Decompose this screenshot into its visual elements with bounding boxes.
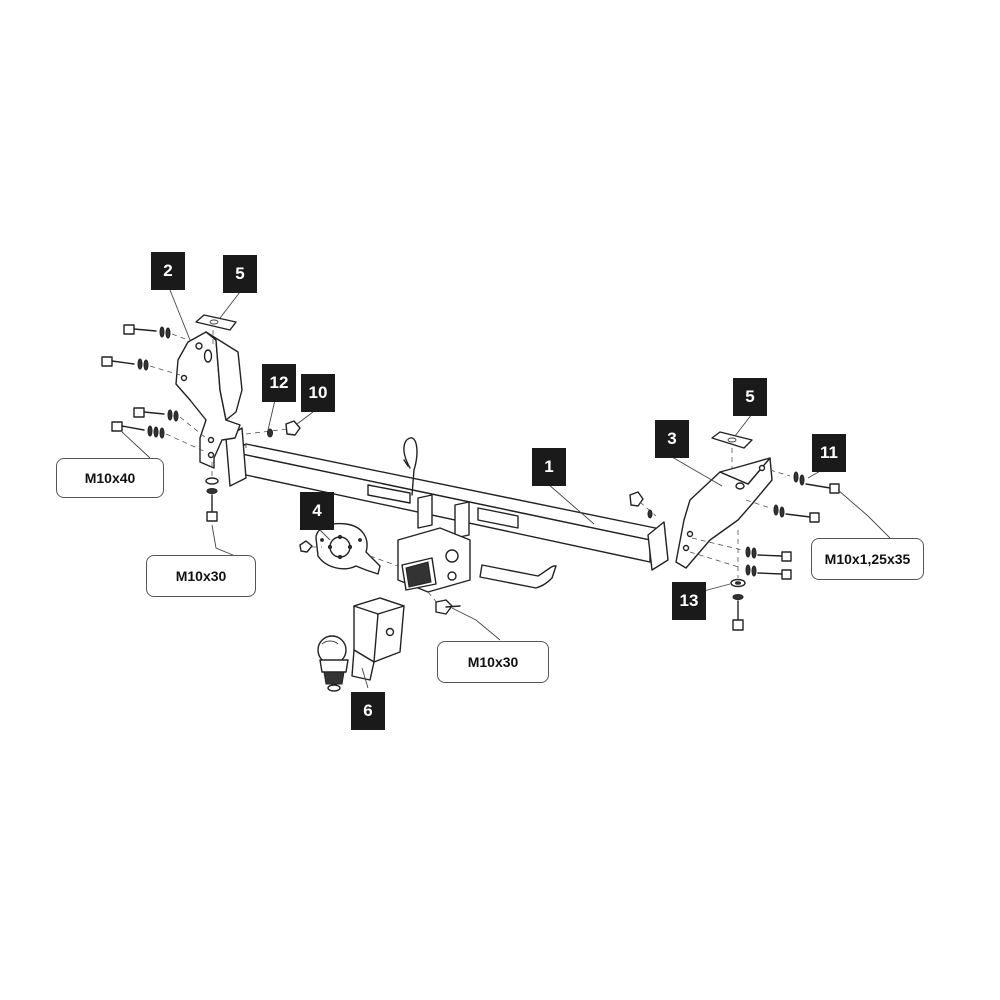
spacer-plate-right	[711, 431, 753, 468]
receiver	[397, 494, 471, 593]
part-label-12: 12	[262, 364, 296, 402]
leader-lines	[121, 289, 891, 689]
part-label-10: 10	[301, 374, 335, 412]
spacer-plate-left	[195, 314, 237, 344]
part-label-1: 1	[532, 448, 566, 486]
part-label-3: 3	[655, 420, 689, 458]
crossbar	[225, 427, 669, 571]
washer-and-nut	[245, 420, 301, 438]
right-bottom-bolt	[730, 530, 746, 631]
part-label-5-left: 5	[223, 255, 257, 293]
receiver-bolt	[427, 591, 461, 615]
left-bottom-bolt	[205, 462, 219, 522]
part-label-5-right: 5	[733, 378, 767, 416]
left-side-bolts	[101, 324, 207, 453]
part-label-13: 13	[672, 582, 706, 620]
part-label-2: 2	[151, 252, 185, 290]
part-label-6: 6	[351, 692, 385, 730]
pin-rod	[479, 564, 557, 589]
callout-center-bolt: M10x30	[437, 641, 549, 683]
safety-pin	[403, 437, 418, 496]
part-label-11: 11	[812, 434, 846, 472]
left-bracket	[175, 331, 243, 469]
socket-plate	[299, 522, 399, 575]
callout-left-bottom-bolt: M10x30	[146, 555, 256, 597]
ball-mount	[317, 597, 405, 692]
callout-right-side-bolts: M10x1,25x35	[811, 538, 924, 580]
right-end-nut	[629, 491, 657, 519]
right-bracket	[675, 457, 773, 569]
part-label-4: 4	[300, 492, 334, 530]
callout-left-side-bolts: M10x40	[56, 458, 164, 498]
right-side-bolts	[689, 469, 840, 580]
